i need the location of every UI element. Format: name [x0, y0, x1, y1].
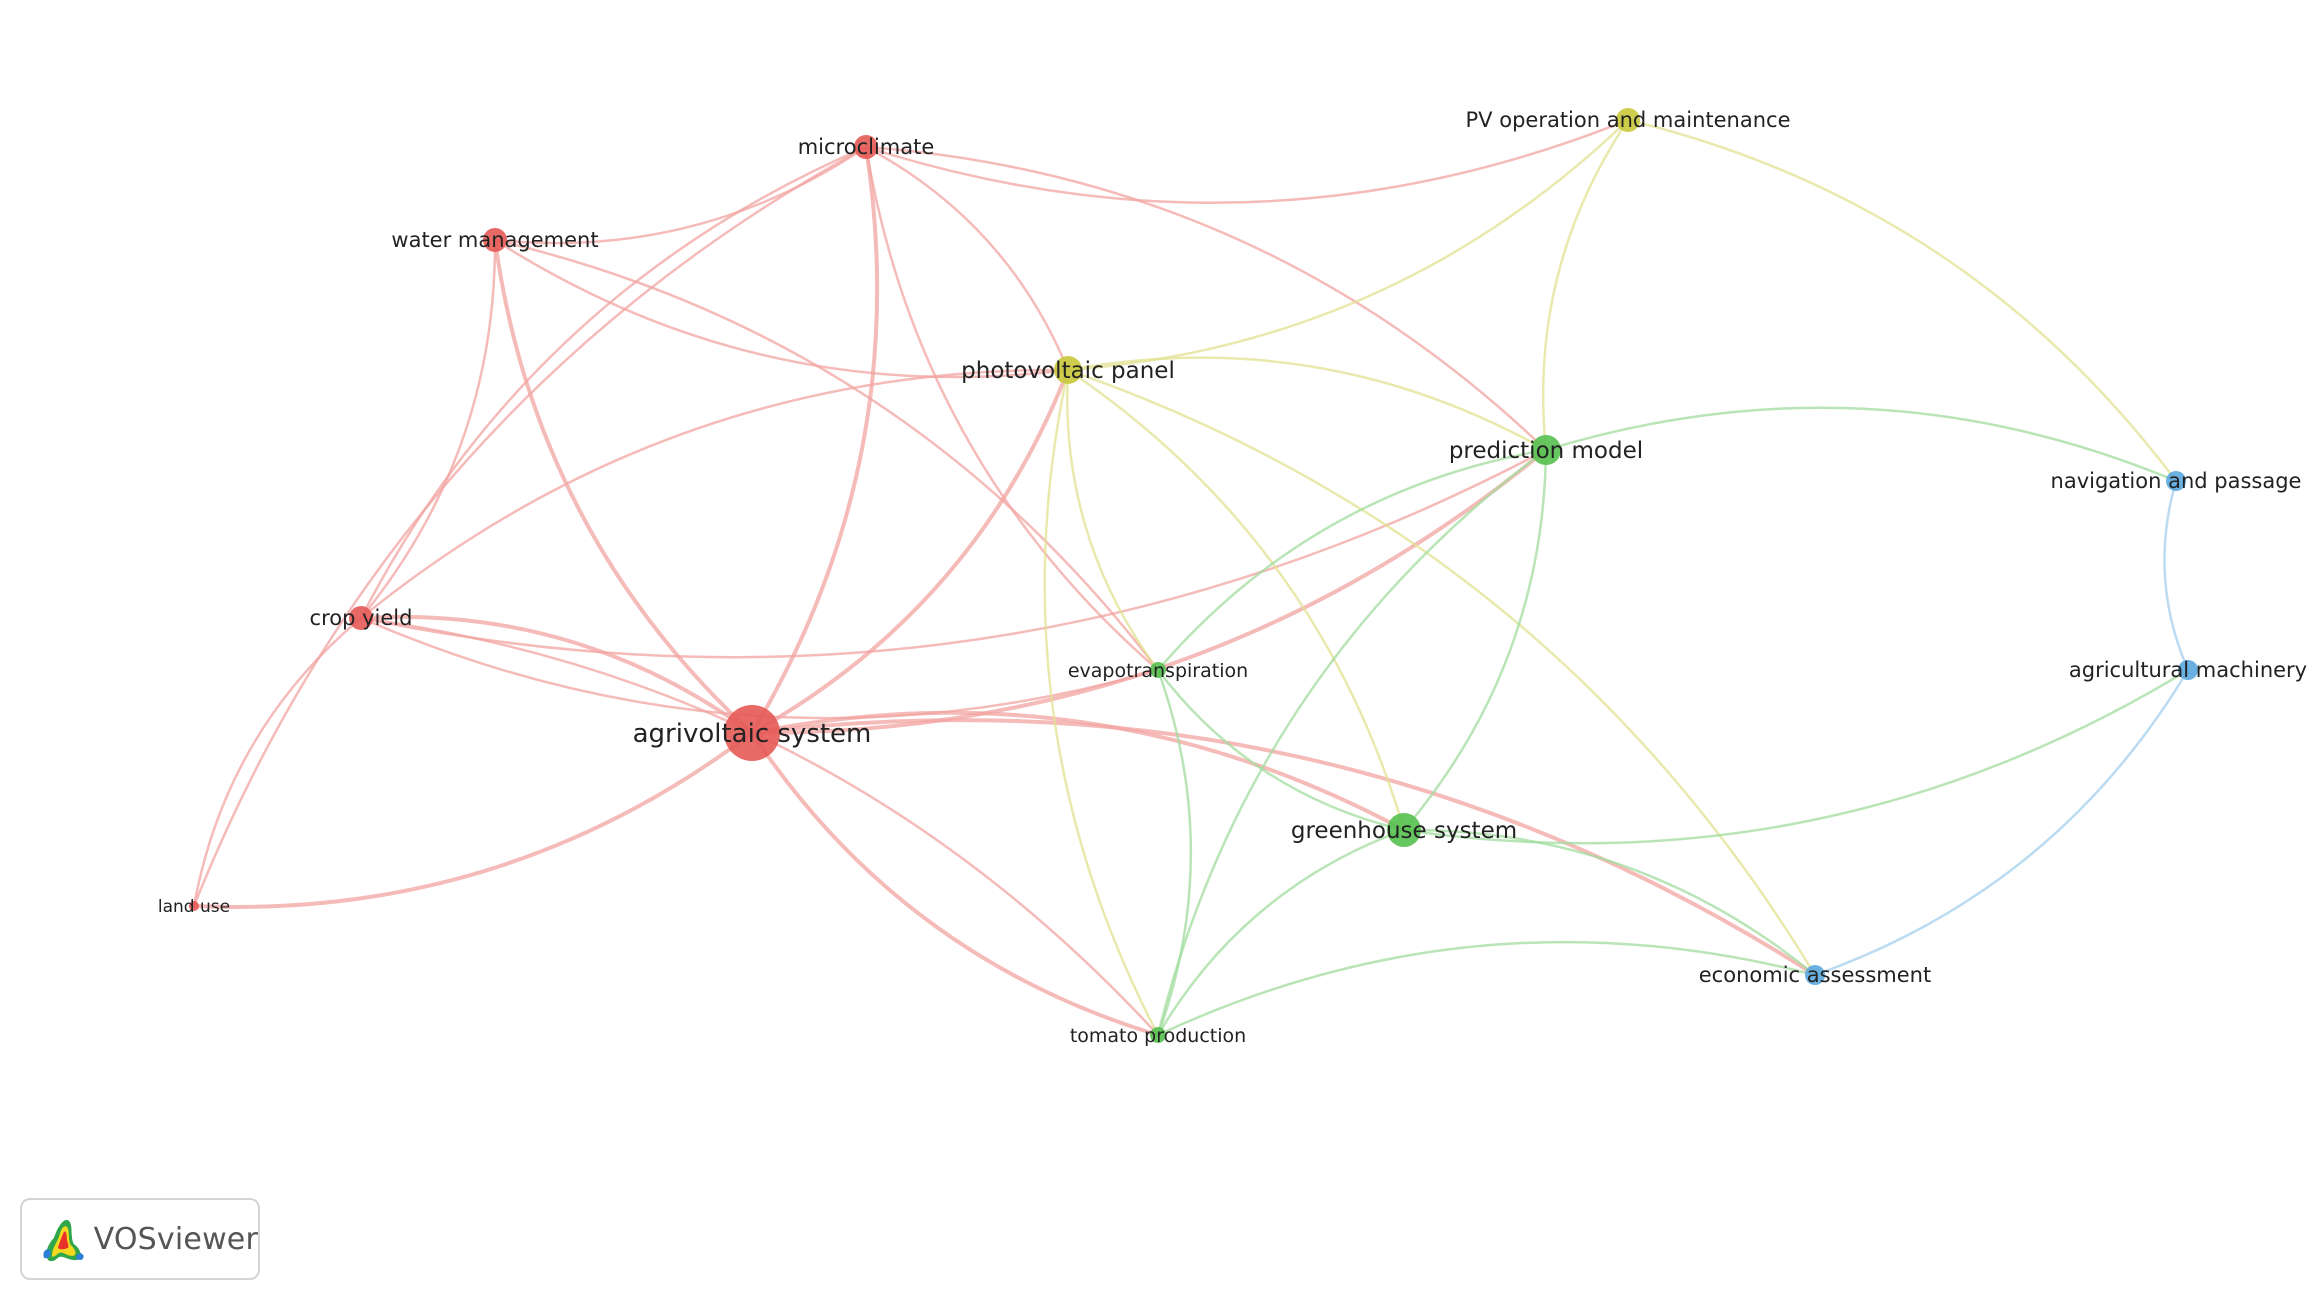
link-agrivoltaic-system-microclimate [750, 146, 880, 735]
link-photovoltaic-panel-pv-operation [1067, 119, 1629, 372]
node-navigation-passage[interactable] [2166, 471, 2186, 491]
link-evapotranspiration-tomato-production [1156, 669, 1193, 1036]
node-label-prediction-model: prediction model [1449, 438, 1643, 464]
link-photovoltaic-panel-evapotranspiration [1066, 369, 1160, 671]
link-agrivoltaic-system-photovoltaic-panel [751, 369, 1070, 735]
node-land-use[interactable] [189, 901, 199, 911]
link-prediction-model-navigation-passage [1545, 406, 2177, 483]
node-water-management[interactable] [483, 228, 507, 252]
link-water-management-evapotranspiration [494, 238, 1159, 671]
link-prediction-model-evapotranspiration [1157, 448, 1547, 671]
vosviewer-logo-text: VOSviewer [93, 1221, 258, 1257]
node-label-land-use: land use [158, 897, 230, 917]
link-crop-yield-prediction-model [360, 448, 1547, 659]
node-label-pv-operation: PV operation and maintenance [1466, 108, 1791, 132]
node-pv-operation[interactable] [1616, 108, 1640, 132]
link-microclimate-water-management [494, 145, 867, 245]
node-label-water-management: water management [391, 228, 598, 252]
link-land-use-microclimate [192, 145, 867, 907]
link-tomato-production-economic-assessment [1157, 940, 1816, 1037]
node-label-economic-assessment: economic assessment [1699, 963, 1931, 987]
link-agrivoltaic-system-crop-yield [360, 614, 754, 735]
node-label-microclimate: microclimate [798, 135, 935, 159]
node-label-agricultural-machinery: agricultural machinery [2069, 658, 2307, 682]
nodes-layer [189, 108, 2198, 1043]
node-label-photovoltaic-panel: photovoltaic panel [961, 358, 1175, 384]
link-crop-yield-land-use [192, 617, 362, 907]
node-evapotranspiration[interactable] [1150, 662, 1166, 678]
link-agrivoltaic-system-water-management [493, 239, 754, 735]
links-layer [192, 118, 2190, 1037]
vosviewer-logo-icon [43, 1219, 84, 1262]
link-agrivoltaic-system-land-use [193, 731, 754, 909]
node-tomato-production[interactable] [1150, 1027, 1166, 1043]
node-label-navigation-passage: navigation and passage [2051, 469, 2302, 493]
link-evapotranspiration-greenhouse-system [1157, 669, 1405, 832]
link-prediction-model-tomato-production [1156, 448, 1547, 1036]
node-label-crop-yield: crop yield [310, 606, 413, 630]
node-prediction-model[interactable] [1531, 435, 1561, 465]
link-microclimate-evapotranspiration [864, 146, 1159, 671]
node-microclimate[interactable] [854, 135, 878, 159]
node-agricultural-machinery[interactable] [2178, 660, 2198, 680]
node-agrivoltaic-system[interactable] [724, 705, 780, 761]
node-greenhouse-system[interactable] [1387, 813, 1421, 847]
link-microclimate-photovoltaic-panel [865, 145, 1070, 371]
link-microclimate-prediction-model [865, 145, 1547, 451]
labels-layer: agrivoltaic system microclimate water mana… [158, 108, 2307, 1047]
link-prediction-model-greenhouse-system [1403, 449, 1548, 831]
link-agrivoltaic-system-tomato-production [750, 731, 1159, 1037]
link-greenhouse-system-tomato-production [1156, 828, 1405, 1036]
link-microclimate-pv-operation [865, 118, 1629, 204]
node-label-agrivoltaic-system: agrivoltaic system [633, 719, 872, 749]
link-agricultural-machinery-economic-assessment [1814, 669, 2190, 977]
node-crop-yield[interactable] [349, 606, 373, 630]
vosviewer-logo-badge: VOSviewer [20, 1198, 260, 1280]
link-agrivoltaic-system-economic-assessment [751, 718, 1817, 977]
link-agrivoltaic-system-prediction-model [751, 448, 1548, 736]
link-crop-yield-photovoltaic-panel [360, 368, 1069, 619]
node-label-tomato-production: tomato production [1070, 1025, 1246, 1047]
link-greenhouse-system-agricultural-machinery [1403, 668, 2189, 845]
link-pv-operation-prediction-model [1541, 119, 1630, 451]
node-economic-assessment[interactable] [1805, 965, 1825, 985]
link-water-management-photovoltaic-panel [494, 238, 1069, 379]
node-photovoltaic-panel[interactable] [1054, 356, 1082, 384]
link-water-management-crop-yield [360, 239, 497, 619]
node-label-greenhouse-system: greenhouse system [1291, 818, 1517, 844]
link-pv-operation-navigation-passage [1627, 118, 2178, 482]
link-photovoltaic-panel-economic-assessment [1067, 368, 1817, 976]
link-microclimate-crop-yield [359, 145, 867, 619]
link-crop-yield-tomato-production [360, 616, 1159, 1036]
node-label-evapotranspiration: evapotranspiration [1068, 660, 1248, 682]
link-photovoltaic-panel-greenhouse-system [1067, 368, 1406, 831]
link-greenhouse-system-economic-assessment [1403, 828, 1816, 976]
link-photovoltaic-panel-prediction-model [1067, 356, 1547, 452]
link-photovoltaic-panel-tomato-production [1043, 369, 1160, 1036]
link-navigation-passage-agricultural-machinery [2163, 480, 2190, 671]
